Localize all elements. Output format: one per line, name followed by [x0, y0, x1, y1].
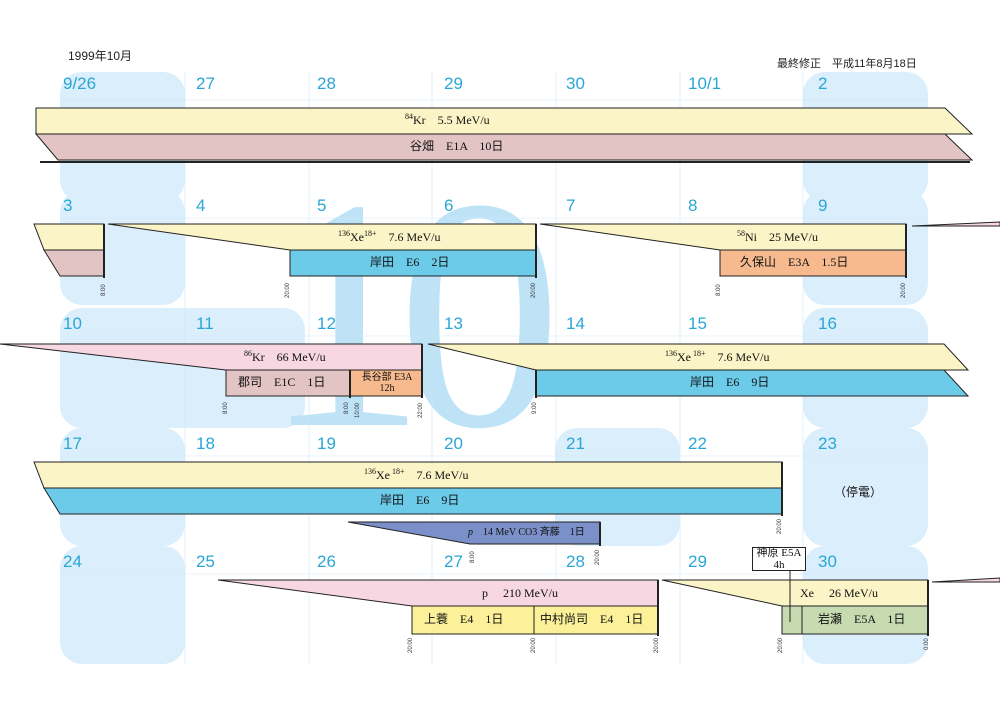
day-number: 30 [566, 74, 585, 93]
w1-beam-bar [35, 107, 974, 135]
w5-next-bar [931, 577, 1000, 583]
w5-beam1-label: p 210 MeV/u [482, 586, 558, 600]
time-label: 8:00 [223, 402, 229, 414]
w3-exp1-label: 郡司 E1C 1日 [238, 375, 326, 389]
time-label: 20:00 [778, 637, 784, 653]
time-label: 20:00 [595, 549, 601, 565]
day-number: 27 [196, 74, 215, 93]
w2-carry-yellow [33, 223, 105, 251]
time-label: 8:00 [344, 402, 350, 414]
day-number: 21 [566, 434, 585, 453]
time-label: 20:00 [408, 637, 414, 653]
w5-exp2-label: 中村尚司 E4 1日 [540, 612, 644, 626]
w2-exp1-label: 岸田 E6 2日 [370, 255, 450, 269]
time-label: 20:00 [285, 282, 291, 298]
saturday-block-w4 [803, 428, 928, 546]
day-number: 2 [818, 74, 828, 93]
day-number: 11 [196, 314, 214, 333]
w4-outage-label: （停電） [834, 485, 883, 499]
w4-beam-label: 136Xe 18+ 7.6 MeV/u [364, 467, 469, 482]
w1-exp-bar [34, 133, 974, 161]
w3-exp1-bar [225, 369, 351, 397]
day-number: 28 [566, 552, 585, 571]
day-number: 29 [688, 552, 707, 571]
day-number: 22 [688, 434, 707, 453]
day-number: 4 [196, 196, 206, 215]
day-number: 14 [566, 314, 585, 333]
w2-beam2-label: 58Ni 25 MeV/u [737, 229, 818, 244]
time-label: 9:00 [532, 402, 538, 414]
time-label: 20:00 [531, 282, 537, 298]
w5-exp3-bar [781, 605, 929, 635]
w2-beam1-label: 136Xe18+ 7.6 MeV/u [338, 229, 441, 244]
day-number: 13 [444, 314, 463, 333]
day-number: 7 [566, 196, 576, 215]
sunday-block-w5 [60, 546, 185, 664]
time-label: 10:00 [355, 402, 361, 418]
revision-date: 最終修正 平成11年8月18日 [777, 58, 917, 70]
day-number: 9/26 [63, 74, 97, 93]
time-label: 8:00 [101, 284, 107, 296]
w2-carry-mauve [43, 249, 105, 277]
w3-beam1-bar [0, 343, 423, 371]
day-number: 10 [63, 314, 82, 333]
time-label: 20:00 [901, 282, 907, 298]
w2-next-bar [911, 221, 1000, 227]
day-number: 8 [688, 196, 698, 215]
time-label: 20:00 [654, 637, 660, 653]
w5-exp2-bar [533, 605, 659, 635]
w2-exp2-label: 久保山 E3A 1.5日 [740, 255, 849, 269]
w1-beam-label: 84Kr 5.5 MeV/u [405, 112, 490, 127]
day-number: 25 [196, 552, 215, 571]
day-number: 20 [444, 434, 463, 453]
w3-beam2-bar [427, 343, 970, 371]
day-number: 24 [63, 552, 82, 571]
month-title: 1999年10月 [68, 49, 133, 63]
day-number: 30 [818, 552, 837, 571]
day-number: 26 [317, 552, 336, 571]
day-number: 3 [63, 196, 73, 215]
day-number: 9 [818, 196, 828, 215]
time-label: 20:00 [531, 637, 537, 653]
day-number: 15 [688, 314, 707, 333]
time-label: 22:00 [418, 402, 424, 418]
day-number: 5 [317, 196, 327, 215]
w5-beam2-label: Xe 26 MeV/u [800, 586, 878, 600]
day-number: 6 [444, 196, 454, 215]
day-number: 28 [317, 74, 336, 93]
time-label: 0:00 [924, 638, 930, 650]
day-number: 12 [317, 314, 336, 333]
time-label: 8:00 [470, 551, 476, 563]
w2-beam2-bar [539, 223, 907, 251]
day-number: 23 [818, 434, 837, 453]
w1-exp-label: 谷畑 E1A 10日 [410, 139, 504, 153]
w3-exp2-bar [349, 369, 423, 397]
w5-beam1-bar [217, 579, 659, 607]
w4-proton-label: p 14 MeV CO3 斉藤 1日 [468, 527, 585, 538]
day-number: 29 [444, 74, 463, 93]
w4-exp-label: 岸田 E6 9日 [380, 493, 460, 507]
day-number: 27 [444, 552, 463, 571]
w3-beam1-label: 86Kr 66 MeV/u [244, 349, 326, 364]
day-number: 19 [317, 434, 336, 453]
w5-exp3-label: 岩瀬 E5A 1日 [818, 612, 906, 626]
day-number: 16 [818, 314, 837, 333]
w5-beam2-bar [661, 579, 929, 607]
w2-beam1-bar [107, 223, 537, 251]
time-label: 20:00 [777, 518, 783, 534]
month-watermark: 10 [262, 132, 562, 497]
w5-exp1-label: 上蓑 E4 1日 [424, 612, 504, 626]
day-number: 10/1 [688, 74, 722, 93]
day-number: 17 [63, 434, 82, 453]
w3-exp3-label: 岸田 E6 9日 [690, 375, 770, 389]
w2-exp1-bar [289, 249, 537, 277]
time-label: 8:00 [716, 284, 722, 296]
w3-beam2-label: 136Xe 18+ 7.6 MeV/u [665, 349, 770, 364]
day-number: 18 [196, 434, 215, 453]
